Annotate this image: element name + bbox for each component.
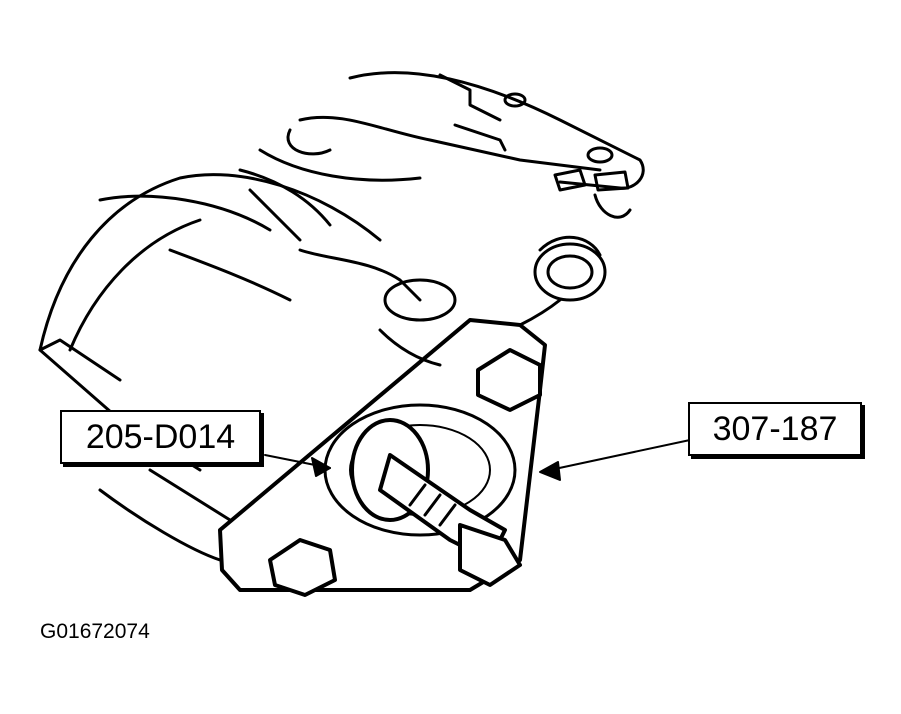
callout-right-text: 307-187 xyxy=(712,410,838,448)
figure-id: G01672074 xyxy=(40,620,150,643)
callout-left-tool: 205-D014 xyxy=(60,410,261,464)
hex-bolt-upper xyxy=(476,348,542,412)
linkage-bracket xyxy=(258,71,645,219)
callout-left-text: 205-D014 xyxy=(85,418,236,456)
callout-right-tool: 307-187 xyxy=(688,402,862,456)
leader-arrows xyxy=(264,439,691,481)
housing xyxy=(38,168,457,562)
spring-coil xyxy=(518,235,607,327)
hex-bolt-lower xyxy=(268,538,337,597)
forcing-screw xyxy=(350,418,522,587)
